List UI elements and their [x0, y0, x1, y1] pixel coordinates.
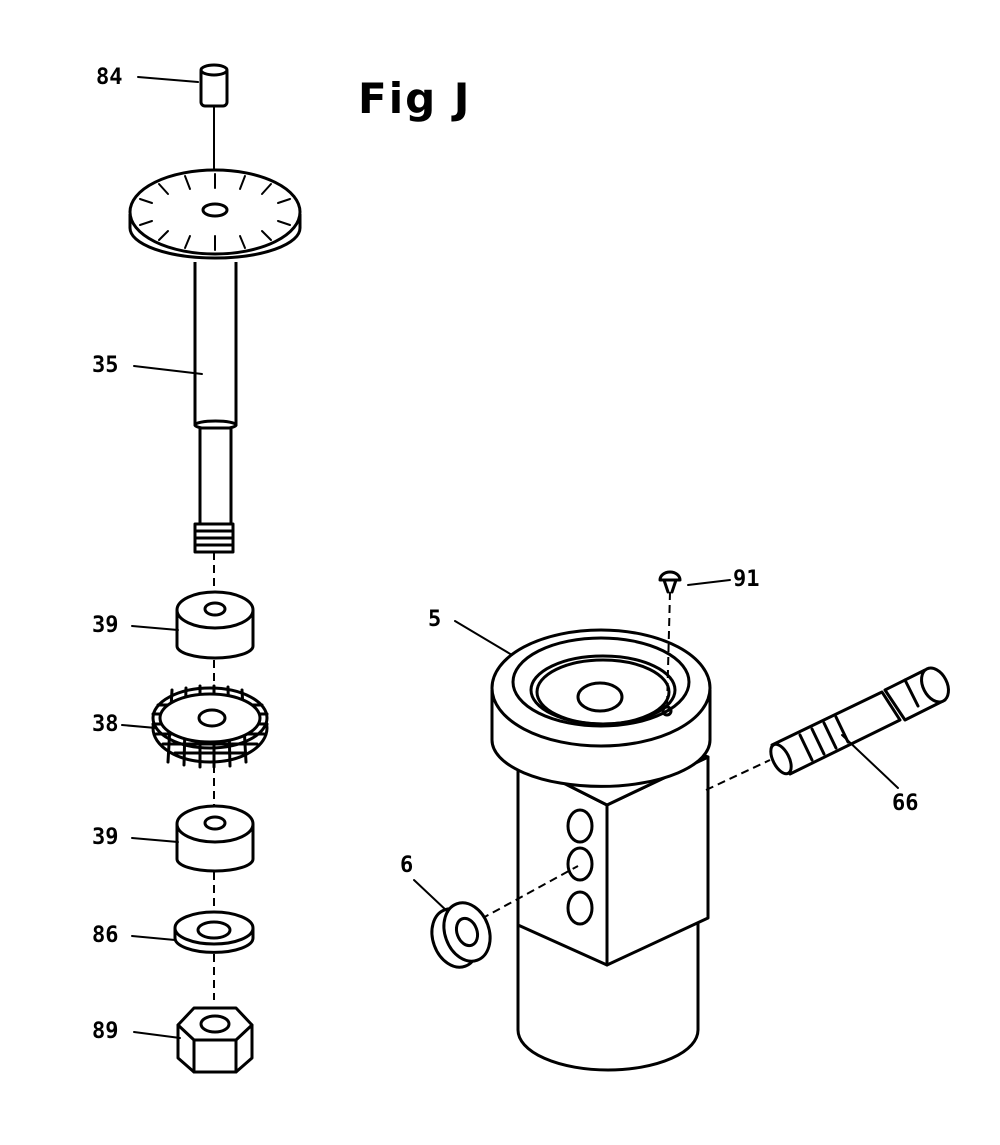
part-35-shaft [193, 262, 238, 600]
label-5: 5 [428, 607, 441, 632]
part-86-washer [173, 910, 255, 1000]
leader-6 [413, 879, 449, 913]
part-39-bushing-upper [175, 590, 255, 705]
part-39-bushing-lower [175, 804, 255, 912]
label-66: 66 [892, 791, 919, 816]
part-89-hex-nut [176, 1006, 254, 1074]
leader-35 [133, 365, 203, 375]
leader-86 [131, 935, 176, 941]
leader-89 [133, 1031, 181, 1039]
part-38-gear [151, 684, 269, 810]
part-5-housing [490, 628, 712, 1072]
part-66-cap-screw [705, 666, 950, 791]
part-91-pin [658, 570, 682, 709]
label-6: 6 [400, 853, 413, 878]
part-6-washer [430, 865, 579, 969]
part-84-knob [199, 63, 229, 201]
label-89: 89 [92, 1019, 119, 1044]
figure-title: Fig J [358, 74, 471, 123]
label-35: 35 [92, 353, 119, 378]
label-39-lower: 39 [92, 825, 119, 850]
leader-5 [454, 620, 513, 656]
graduated-dial [128, 168, 302, 260]
leader-84 [137, 76, 199, 83]
label-91: 91 [733, 567, 760, 592]
leader-39-lower [131, 837, 179, 843]
label-84: 84 [96, 65, 123, 90]
label-38: 38 [92, 712, 119, 737]
label-39-upper: 39 [92, 613, 119, 638]
leader-38 [121, 724, 157, 729]
label-86: 86 [92, 923, 119, 948]
leader-66 [841, 734, 899, 789]
leader-91 [687, 579, 731, 586]
leader-39-upper [131, 625, 179, 631]
